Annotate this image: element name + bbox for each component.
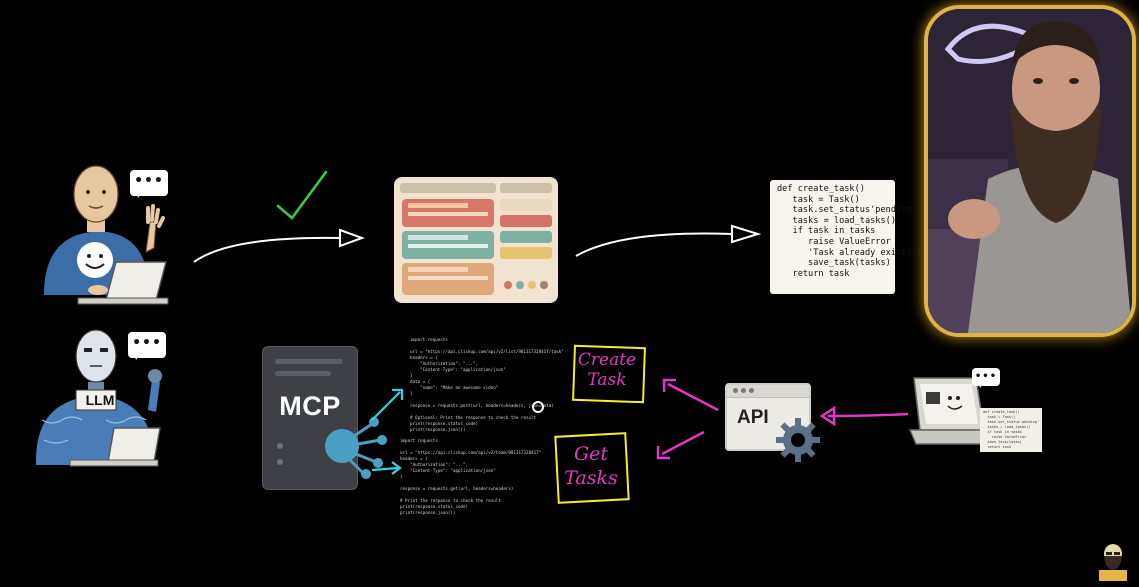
code-line: raise ValueError bbox=[777, 236, 891, 247]
api-label: API bbox=[737, 407, 769, 428]
code-line: return task bbox=[777, 268, 850, 279]
code-line: task.set_status'pending' bbox=[777, 205, 917, 216]
code-line: print(response.status_code) bbox=[400, 504, 469, 509]
laptop-code-note: def create_task() task = Task() task.set… bbox=[980, 408, 1043, 452]
get-tasks-line-2: Tasks bbox=[564, 467, 618, 489]
arrow-to-code bbox=[575, 224, 762, 257]
code-line: } bbox=[400, 474, 403, 479]
speech-dots: ••• bbox=[974, 371, 998, 382]
server-icon: MCP bbox=[262, 346, 358, 490]
app-window-icon bbox=[394, 177, 558, 303]
speech-dots: ••• bbox=[134, 173, 164, 189]
arrow-mcp-to-get bbox=[371, 461, 402, 475]
checkmark-icon bbox=[276, 170, 328, 220]
arrow-mcp-to-post bbox=[371, 388, 404, 421]
person-icon bbox=[44, 165, 169, 305]
code-line: } bbox=[410, 373, 413, 378]
speech-bubble: ••• bbox=[130, 170, 168, 198]
code-line: } bbox=[410, 391, 413, 396]
code-line: import requests bbox=[400, 438, 438, 443]
robot-icon bbox=[36, 329, 162, 467]
arrow-api-to-create bbox=[662, 378, 719, 412]
code-line: raise ValueError bbox=[983, 435, 1027, 439]
create-task-line-1: Create bbox=[577, 350, 637, 370]
code-line: "name": "Make an awesome video" bbox=[410, 385, 499, 390]
create-task-line-2: Task bbox=[587, 370, 627, 390]
code-line: task.set_status'pending' bbox=[983, 420, 1040, 424]
server-dot bbox=[277, 443, 283, 449]
code-line: "Content-Type": "application/json" bbox=[410, 367, 506, 372]
get-tasks-label: Get Tasks bbox=[556, 442, 626, 490]
arrow-api-to-get bbox=[656, 430, 705, 460]
code-line: save_task(tasks) bbox=[983, 440, 1022, 444]
gear-icon bbox=[776, 418, 820, 462]
code-line: url = "https://api.clickup.com/api/v2/te… bbox=[400, 450, 542, 455]
code-line: if task in tasks bbox=[983, 430, 1022, 434]
server-line bbox=[275, 359, 343, 364]
code-line: headers = { bbox=[410, 355, 438, 360]
code-line: 'Task already exists') bbox=[777, 247, 922, 258]
get-tasks-line-1: Get bbox=[573, 443, 609, 465]
network-node-icon bbox=[325, 417, 387, 479]
speech-bubble: ••• bbox=[128, 332, 166, 360]
get-request-code: import requests url = "https://api.click… bbox=[400, 438, 541, 516]
code-line: print(response.json()) bbox=[400, 510, 456, 515]
code-line: headers = { bbox=[400, 456, 428, 461]
server-dot bbox=[277, 459, 283, 465]
code-line: url = "https://api.clickup.com/api/v2/li… bbox=[410, 349, 564, 354]
create-task-code-card: def create_task() task = Task() task.set… bbox=[770, 180, 922, 294]
post-request-code: import requests url = "https://api.click… bbox=[410, 337, 564, 433]
code-line: # Optional: Print the response to check … bbox=[410, 415, 537, 420]
code-line: "Content-Type": "application/json" bbox=[400, 468, 496, 473]
create-task-label: Create Task bbox=[571, 350, 643, 390]
code-line: save_task(tasks) bbox=[777, 258, 891, 269]
code-line: def create_task() bbox=[983, 410, 1020, 414]
server-line bbox=[275, 371, 331, 376]
llm-label: LLM bbox=[85, 392, 115, 408]
code-line: print(response.status_code) bbox=[410, 421, 479, 426]
code-line: tasks = load_tasks() bbox=[983, 425, 1031, 429]
code-line: task = Task() bbox=[983, 415, 1016, 419]
webcam-presenter bbox=[924, 5, 1136, 337]
code-line: task = Task() bbox=[777, 194, 860, 205]
api-window-bar bbox=[727, 385, 809, 398]
code-line: tasks = load_tasks() bbox=[777, 215, 896, 226]
code-line: response = requests.get(url, headers=hea… bbox=[400, 486, 514, 491]
code-line: return task bbox=[983, 445, 1012, 449]
speech-dots: ••• bbox=[132, 335, 162, 351]
loading-icon bbox=[532, 401, 544, 413]
mcp-label: MCP bbox=[279, 391, 341, 421]
code-line: print(response.json()) bbox=[410, 427, 466, 432]
speech-bubble: ••• bbox=[972, 368, 1000, 388]
channel-logo bbox=[1099, 544, 1127, 581]
code-line: data = { bbox=[410, 379, 431, 384]
code-line: import requests bbox=[410, 337, 448, 342]
arrow-to-app bbox=[193, 228, 365, 263]
code-line: "Authorization": "...", bbox=[410, 361, 479, 366]
code-line: "Authorization": "...", bbox=[400, 462, 469, 467]
code-line: if task in tasks bbox=[777, 226, 876, 237]
arrow-laptop-to-api bbox=[819, 405, 909, 427]
code-line: def create_task() bbox=[777, 184, 865, 194]
code-line: # Print the response to check the result bbox=[400, 498, 501, 503]
